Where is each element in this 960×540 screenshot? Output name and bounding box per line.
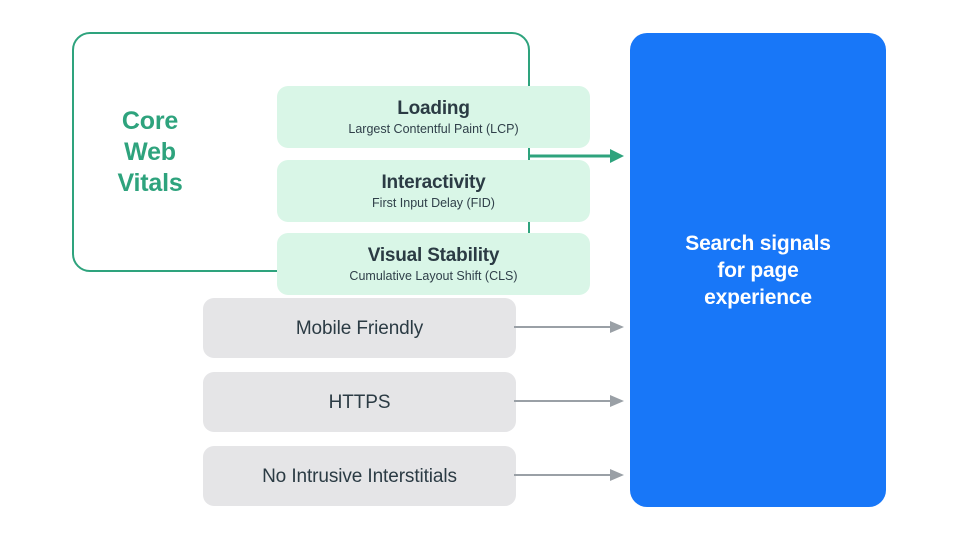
signal-card-https-title: HTTPS: [328, 391, 391, 413]
vital-card-visual-stability-subtitle: Cumulative Layout Shift (CLS): [349, 268, 518, 283]
core-web-vitals-group-label: Core Web Vitals: [88, 106, 212, 199]
vital-card-visual-stability-title: Visual Stability: [367, 244, 500, 266]
core-web-vitals-label-line-1: Core: [121, 107, 179, 135]
interstitials-arrow-icon: [514, 469, 624, 481]
signal-card-mobile-friendly-title: Mobile Friendly: [295, 317, 424, 339]
core-web-vitals-group: Core Web Vitals Loading Largest Contentf…: [72, 32, 590, 295]
vital-card-interactivity[interactable]: Interactivity First Input Delay (FID): [277, 160, 590, 222]
vital-card-visual-stability[interactable]: Visual Stability Cumulative Layout Shift…: [277, 233, 590, 295]
vital-card-loading-subtitle: Largest Contentful Paint (LCP): [348, 121, 519, 136]
core-web-vitals-arrow-icon: [528, 149, 624, 163]
mobile-friendly-arrow-icon: [514, 321, 624, 333]
core-web-vitals-label-line-2: Web: [124, 138, 176, 166]
vital-card-loading[interactable]: Loading Largest Contentful Paint (LCP): [277, 86, 590, 148]
outcome-panel-label: Search signals for page experience: [685, 231, 831, 309]
signal-card-no-intrusive-interstitials-title: No Intrusive Interstitials: [262, 465, 457, 487]
vital-card-interactivity-title: Interactivity: [381, 171, 486, 193]
https-arrow-icon: [514, 395, 624, 407]
outcome-panel: Search signals for page experience: [630, 33, 886, 507]
vital-card-loading-title: Loading: [397, 97, 470, 119]
signal-card-https[interactable]: HTTPS: [203, 372, 516, 432]
signal-card-no-intrusive-interstitials[interactable]: No Intrusive Interstitials: [203, 446, 516, 506]
core-web-vitals-label-line-3: Vitals: [117, 169, 183, 197]
signal-card-mobile-friendly[interactable]: Mobile Friendly: [203, 298, 516, 358]
vital-card-interactivity-subtitle: First Input Delay (FID): [372, 195, 495, 210]
